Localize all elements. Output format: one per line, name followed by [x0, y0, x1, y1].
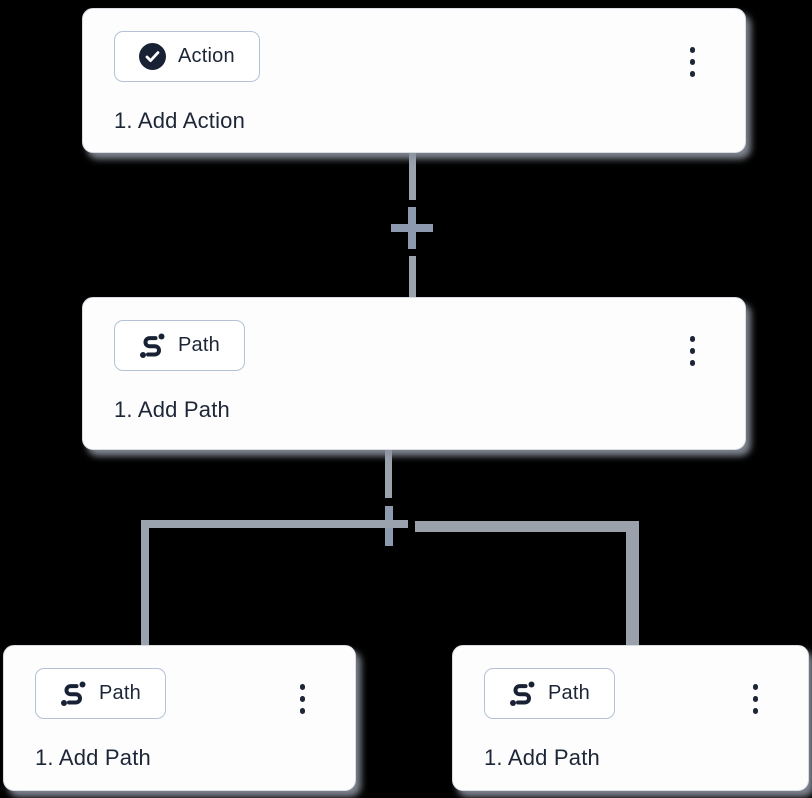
branch-right-vertical-line [626, 521, 639, 645]
branch-left-horizontal-line [141, 520, 408, 528]
kebab-menu-icon[interactable] [684, 326, 702, 376]
path-node-card-2[interactable]: Path 1. Add Path [3, 645, 356, 791]
kebab-menu-icon[interactable] [684, 37, 702, 87]
step-label: 1. Add Action [114, 107, 246, 133]
check-circle-icon [139, 43, 166, 70]
path-node-card-1[interactable]: Path 1. Add Path [82, 297, 746, 450]
branch-stem-line [385, 450, 392, 498]
action-node-card[interactable]: Action 1. Add Action [82, 8, 746, 153]
card-header-row: Path [484, 668, 764, 724]
connector-line-top-lower [409, 256, 416, 297]
path-type-badge: Path [114, 320, 245, 371]
path-route-icon [139, 332, 166, 359]
card-header-row: Path [114, 320, 701, 376]
add-step-plus-icon[interactable] [391, 224, 433, 232]
path-route-icon [60, 680, 87, 707]
card-header-row: Path [35, 668, 311, 724]
branch-left-vertical-line [141, 520, 149, 645]
connector-line-top [409, 153, 416, 200]
path-node-card-3[interactable]: Path 1. Add Path [452, 645, 809, 791]
badge-label: Path [99, 682, 141, 704]
badge-label: Path [548, 682, 590, 704]
badge-label: Action [178, 45, 235, 67]
step-label: 1. Add Path [484, 744, 600, 770]
path-type-badge: Path [35, 668, 166, 719]
step-label: 1. Add Path [114, 396, 230, 422]
step-label: 1. Add Path [35, 744, 151, 770]
action-type-badge: Action [114, 31, 260, 82]
badge-label: Path [178, 334, 220, 356]
card-header-row: Action [114, 31, 701, 87]
kebab-menu-icon[interactable] [294, 674, 312, 724]
kebab-menu-icon[interactable] [747, 674, 765, 724]
path-type-badge: Path [484, 668, 615, 719]
path-route-icon [509, 680, 536, 707]
branch-right-horizontal-line [415, 521, 639, 532]
